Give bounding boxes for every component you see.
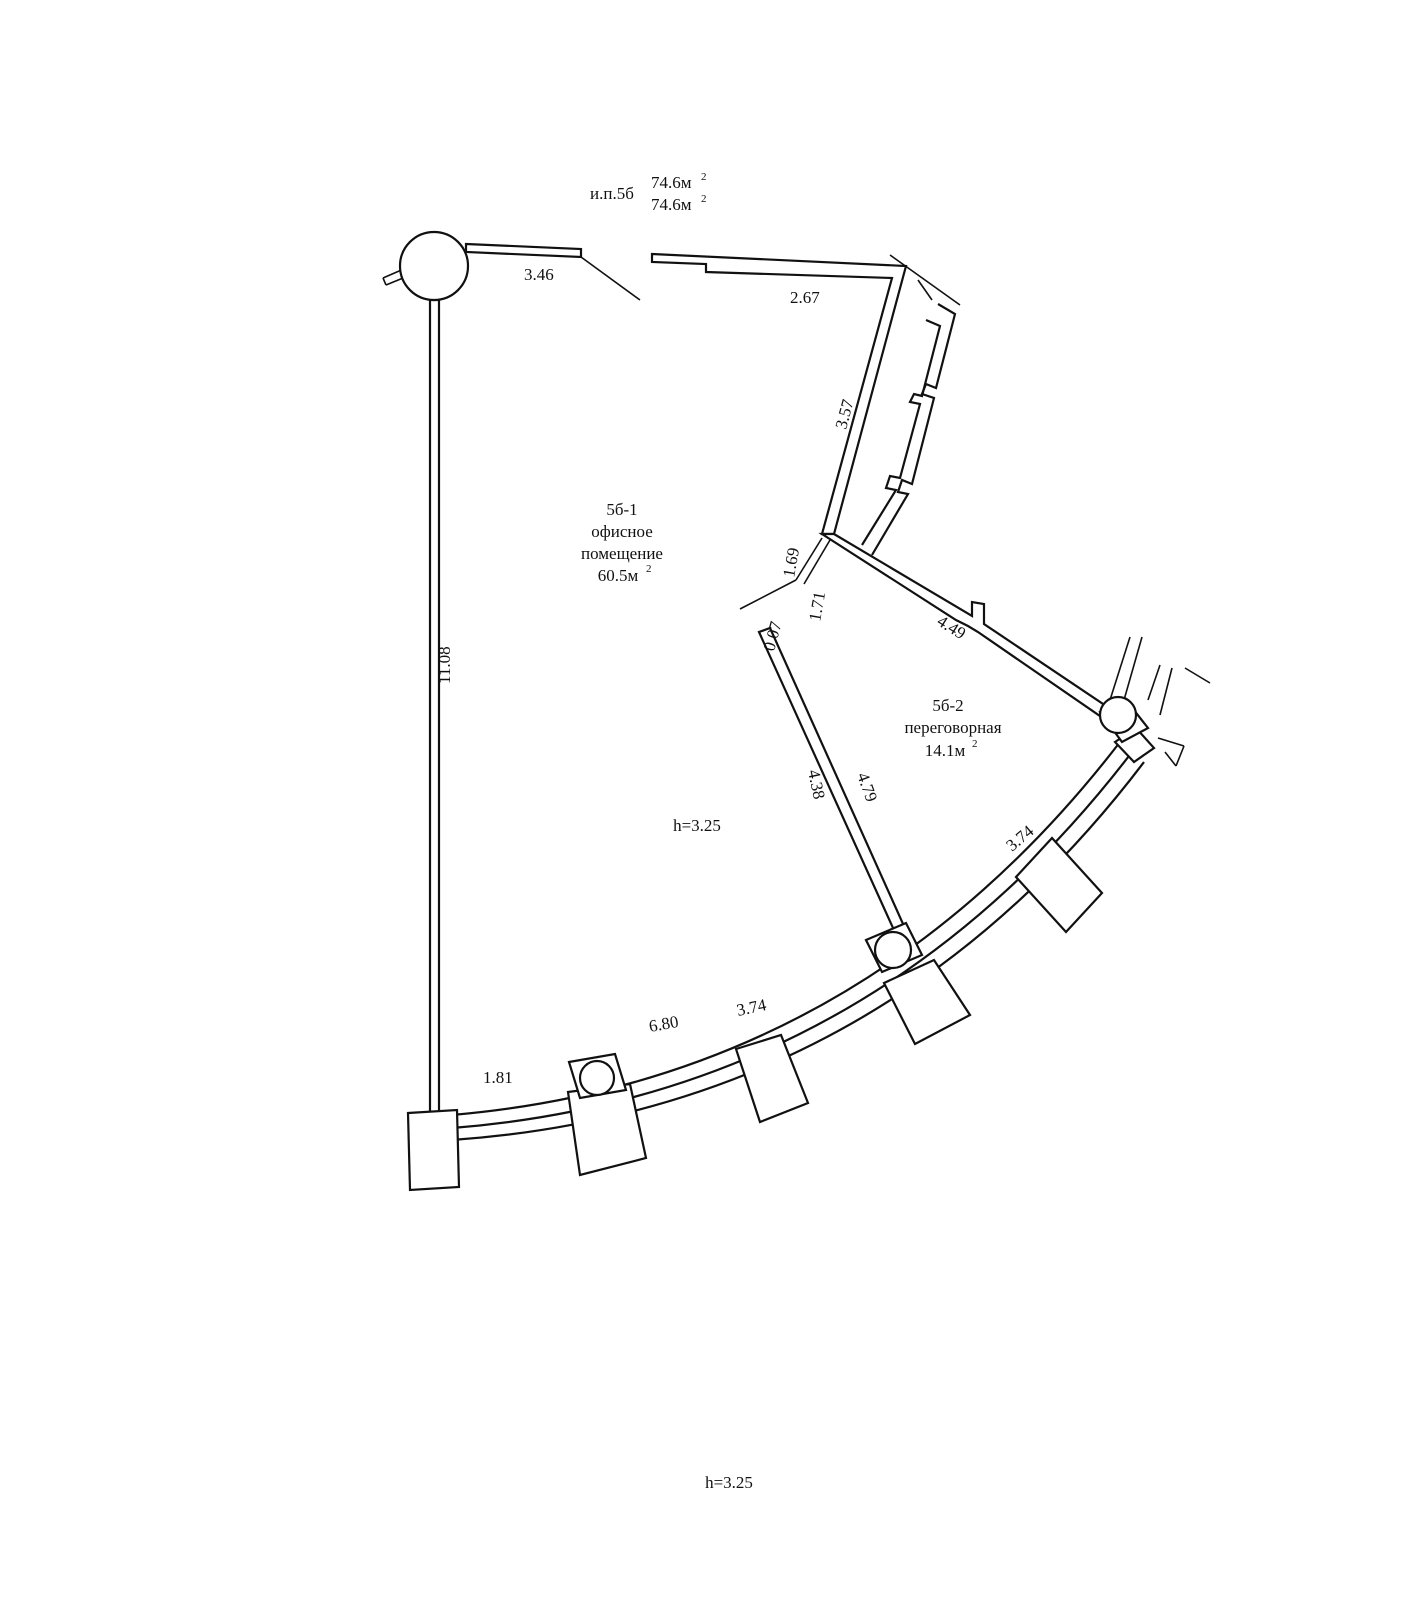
dim-181: 1.81 (483, 1068, 513, 1087)
stub-4 (1159, 667, 1173, 716)
room-5b1-name-2: помещение (581, 544, 663, 563)
room-5b1-area-sup: 2 (646, 563, 652, 575)
stub-1 (1109, 636, 1131, 701)
ceiling-height-inside: h=3.25 (673, 816, 721, 835)
dim-680: 6.80 (647, 1012, 680, 1036)
pillars (406, 726, 1156, 1192)
dim-374-bottom: 3.74 (735, 995, 769, 1020)
dim-171: 1.71 (805, 590, 829, 623)
dimension-labels: 3.46 2.67 3.57 1.69 1.71 0.07 4.49 11.08… (435, 265, 1038, 1087)
room-5b2-code: 5б-2 (932, 696, 963, 715)
stub-6 (1157, 737, 1185, 747)
top-wall-right (650, 252, 961, 536)
right-stubs (1109, 636, 1211, 767)
partition-438 (757, 626, 910, 941)
wall-169-b (803, 539, 831, 585)
pillar-1 (406, 1108, 461, 1192)
column-2 (873, 930, 913, 970)
room-5b2-label: 5б-2 переговорная 14.1м 2 (904, 696, 1001, 760)
top-right-wall-body (650, 252, 908, 536)
stub-7 (1175, 745, 1185, 767)
dim-374-right: 3.74 (1002, 821, 1037, 855)
pillar-4 (882, 958, 972, 1046)
room-5b1-label: 5б-1 офисное помещение 60.5м 2 (581, 500, 663, 585)
area-top-sup: 2 (701, 171, 707, 183)
area-bottom: 74.6м (651, 195, 692, 214)
dim-479: 4.79 (853, 770, 881, 804)
column-1 (578, 1059, 616, 1097)
left-wall (382, 230, 470, 1117)
area-bottom-sup: 2 (701, 193, 707, 205)
curve-outer (451, 741, 1121, 1117)
top-left-column (398, 230, 470, 302)
unit-code: и.п.5б (590, 184, 634, 203)
diagonal-wall (818, 532, 1108, 718)
columns (567, 695, 1150, 1100)
dimension-tick-2 (917, 279, 933, 301)
column-3 (1098, 695, 1138, 735)
room-5b2-name: переговорная (904, 718, 1001, 737)
room-5b2-area: 14.1м (925, 741, 966, 760)
room-5b1-area: 60.5м (598, 566, 639, 585)
wall-169-a (795, 537, 823, 581)
service-shaft (861, 303, 957, 556)
wall-169-c (739, 579, 797, 610)
pillar-5 (1014, 836, 1104, 934)
door-swing-left (580, 256, 641, 301)
stub-2 (1123, 636, 1143, 701)
dimension-tick (889, 254, 961, 306)
dim-1108: 11.08 (435, 646, 454, 684)
shaft-outer (871, 303, 957, 556)
stub-3 (1147, 664, 1161, 701)
room-5b2-area-sup: 2 (972, 738, 978, 750)
ceiling-height-footer: h=3.25 (705, 1473, 753, 1492)
column-stub-cap (382, 277, 387, 286)
dim-007: 0.07 (760, 619, 786, 653)
top-wall-left (464, 242, 641, 301)
stub-5 (1184, 667, 1211, 684)
header-area-label: и.п.5б 74.6м 2 74.6м 2 (590, 171, 707, 214)
dim-346: 3.46 (524, 265, 554, 284)
dim-267: 2.67 (790, 288, 820, 307)
left-wall-body (428, 298, 441, 1117)
room-5b1-name-1: офисное (591, 522, 653, 541)
diagonal-wall-body (818, 532, 1108, 718)
top-wall-left-body (464, 242, 583, 259)
dim-169: 1.69 (779, 546, 803, 579)
pillar-3 (734, 1033, 810, 1124)
shaft-inner (861, 318, 942, 546)
stub-8 (1164, 751, 1177, 767)
room-5b1-code: 5б-1 (606, 500, 637, 519)
area-top: 74.6м (651, 173, 692, 192)
